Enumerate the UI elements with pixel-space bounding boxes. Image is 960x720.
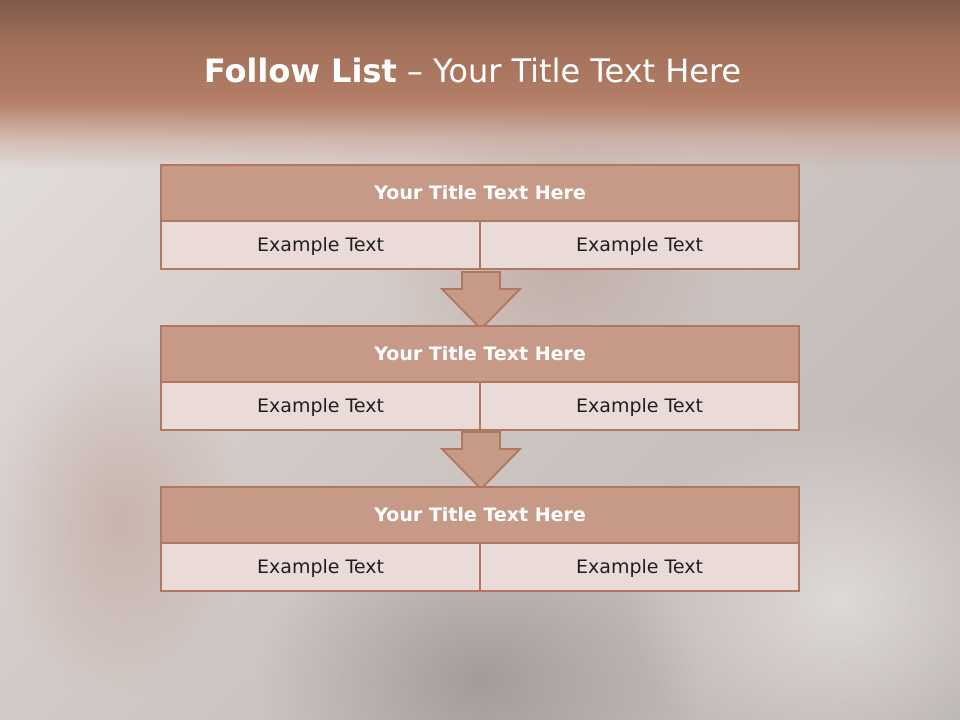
step-box-3: Your Title Text Here Example Text Exampl… [160, 486, 800, 592]
step-1-left-text: Example Text [162, 222, 479, 268]
step-title-2: Your Title Text Here [162, 327, 798, 383]
step-3-right-text: Example Text [479, 544, 798, 590]
title-band [0, 0, 960, 170]
down-arrow-icon [440, 271, 522, 331]
step-2-right-text: Example Text [479, 383, 798, 429]
step-row-2: Example Text Example Text [162, 383, 798, 429]
slide-title: Follow List – Your Title Text Here [0, 52, 945, 90]
step-1-right-text: Example Text [479, 222, 798, 268]
step-box-2: Your Title Text Here Example Text Exampl… [160, 325, 800, 431]
down-arrow-icon [440, 431, 522, 491]
step-row-3: Example Text Example Text [162, 544, 798, 590]
step-3-left-text: Example Text [162, 544, 479, 590]
step-title-1: Your Title Text Here [162, 166, 798, 222]
step-2-left-text: Example Text [162, 383, 479, 429]
slide-title-rest: – Your Title Text Here [396, 52, 742, 90]
step-box-1: Your Title Text Here Example Text Exampl… [160, 164, 800, 270]
slide-title-bold: Follow List [203, 52, 397, 90]
step-row-1: Example Text Example Text [162, 222, 798, 268]
step-title-3: Your Title Text Here [162, 488, 798, 544]
